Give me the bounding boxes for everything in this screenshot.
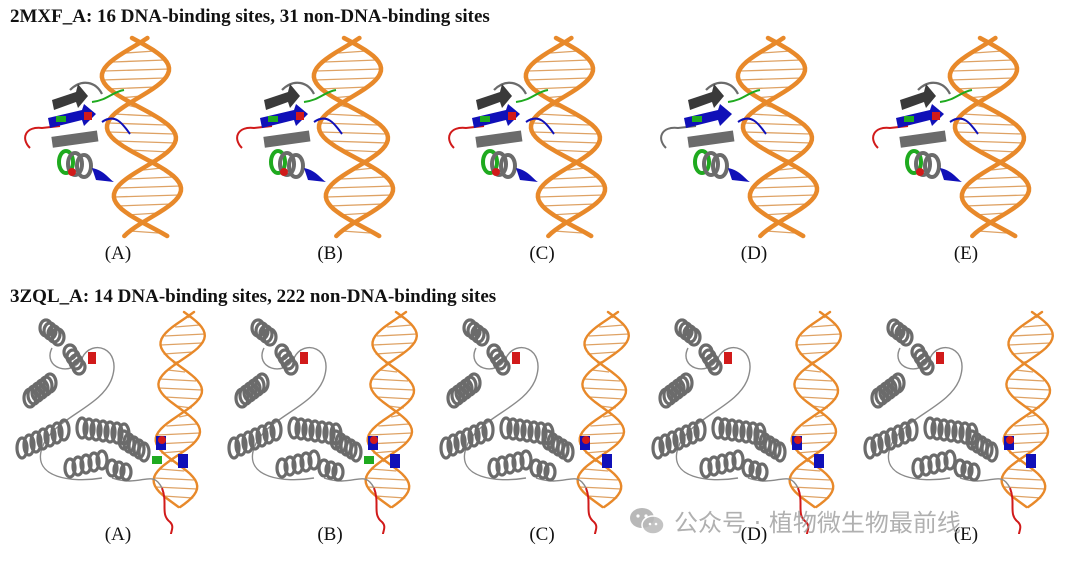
- dna-helix: [311, 35, 396, 239]
- structure-image: [872, 35, 1032, 239]
- dna-helix: [576, 310, 631, 509]
- protein-structure: [872, 81, 979, 182]
- structure-image: [863, 310, 1055, 534]
- panel-label: (E): [953, 243, 979, 264]
- dna-helix: [523, 35, 608, 239]
- structure-image: [15, 310, 207, 534]
- dna-helix: [99, 35, 184, 239]
- row-2-title: 3ZQL_A: 14 DNA-binding sites, 222 non-DN…: [10, 286, 497, 307]
- panel-row1-5: [860, 30, 1072, 242]
- panel-label: (A): [104, 524, 132, 545]
- panel-label: (C): [529, 243, 555, 264]
- structure-image: [439, 310, 631, 534]
- panel-label: (E): [953, 524, 979, 545]
- protein-structure: [24, 81, 131, 182]
- panel-label: (D): [740, 243, 768, 264]
- panel-row2-3: [436, 308, 648, 534]
- panel-label: (B): [317, 524, 343, 545]
- panel-row1-4: [648, 30, 860, 242]
- panel-label: (A): [104, 243, 132, 264]
- protein-structure: [15, 318, 188, 534]
- dna-helix: [947, 35, 1032, 239]
- protein-structure: [651, 318, 824, 534]
- panel-label: (D): [740, 524, 768, 545]
- panel-row2-2: [224, 308, 436, 534]
- panel-label: (B): [317, 243, 343, 264]
- structure-image: [448, 35, 608, 239]
- watermark: 公众号 · 植物微生物最前线: [628, 503, 961, 538]
- protein-structure: [236, 81, 343, 182]
- wechat-icon: [630, 507, 665, 535]
- panel-row2-5: [860, 308, 1072, 534]
- row-1-title: 2MXF_A: 16 DNA-binding sites, 31 non-DNA…: [10, 6, 490, 27]
- protein-structure: [660, 81, 767, 182]
- protein-structure: [439, 318, 612, 534]
- panel-row2-1: [12, 308, 224, 534]
- structure-image: [227, 310, 419, 534]
- dna-helix: [1000, 310, 1055, 509]
- structure-image: [236, 35, 396, 239]
- protein-structure: [863, 318, 1036, 534]
- dna-helix: [735, 35, 820, 239]
- dna-helix: [788, 310, 843, 509]
- structure-image: [660, 35, 820, 239]
- panel-row1-2: [224, 30, 436, 242]
- panel-row1-1: [12, 30, 224, 242]
- structure-image: [651, 310, 843, 534]
- panel-label: (C): [529, 524, 555, 545]
- dna-helix: [152, 310, 207, 509]
- watermark-text: 公众号 · 植物微生物最前线: [674, 509, 961, 537]
- panel-row1-3: [436, 30, 648, 242]
- protein-structure: [448, 81, 555, 182]
- dna-helix: [364, 310, 419, 509]
- panel-row2-4: [648, 308, 860, 534]
- protein-structure: [227, 318, 400, 534]
- structure-image: [24, 35, 184, 239]
